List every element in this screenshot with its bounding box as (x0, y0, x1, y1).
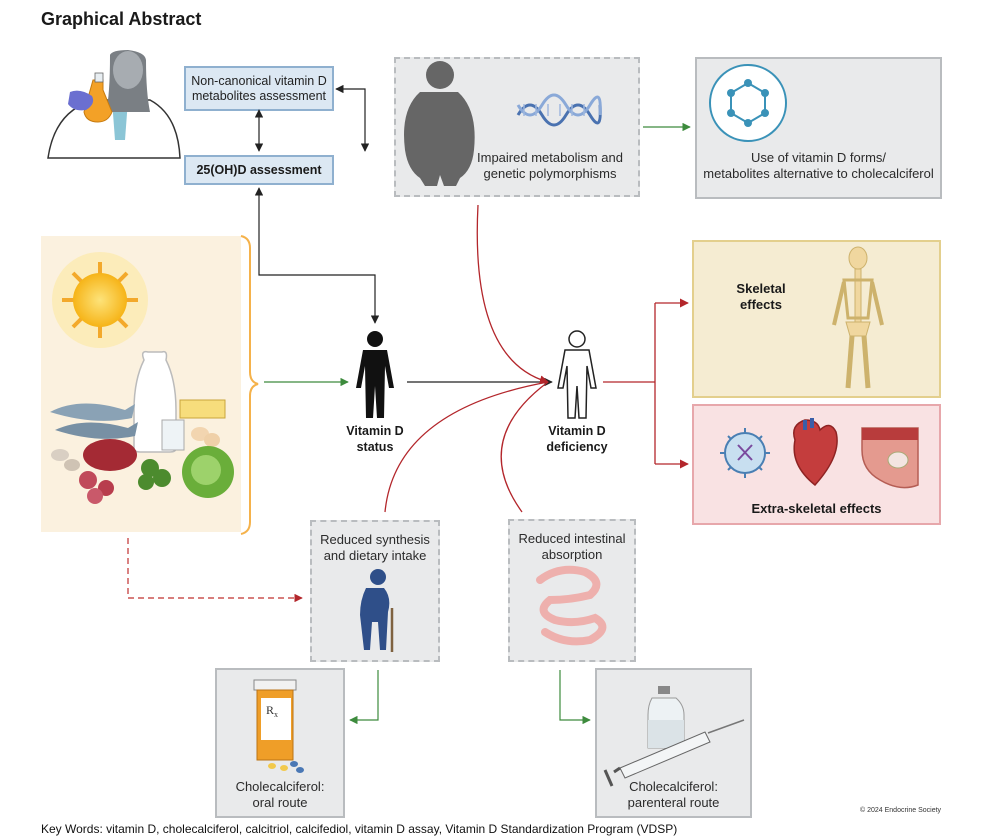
extraskeletal-label: Extra-skeletal effects (751, 501, 882, 516)
skeleton-icon (832, 246, 884, 389)
syringe-icon (603, 719, 745, 787)
oral-label: Cholecalciferol: oral route (235, 779, 325, 810)
pill-bottle-icon: R x (253, 679, 304, 773)
skeletal-effects-box (692, 240, 941, 398)
elderly-person-icon (360, 569, 394, 652)
parenteral-label: Cholecalciferol: parenteral route (627, 779, 720, 810)
scientist-icon (47, 50, 181, 159)
sun-icon (52, 252, 148, 348)
noncanonical-assessment-box: Non-canonical vitamin D metabolites asse… (184, 66, 334, 111)
svg-text:x: x (274, 710, 278, 719)
virus-icon (720, 428, 770, 478)
obese-person-icon (404, 61, 475, 186)
tissue-icon (861, 427, 919, 489)
vitamin-d-deficiency-label: Vitamin D deficiency (546, 424, 608, 454)
ohd-label: 25(OH)D assessment (196, 162, 322, 177)
synthesis-label: Reduced synthesis and dietary intake (320, 532, 430, 563)
vial-icon (647, 686, 685, 749)
vitamin-d-status-figure-icon (356, 331, 394, 418)
food-icon (50, 350, 234, 504)
skeletal-label: Skeletal effects (736, 281, 786, 312)
molecule-icon (709, 64, 787, 142)
intestinal-label: Reduced intestinal absorption (518, 531, 626, 562)
impaired-label: Impaired metabolism and genetic polymorp… (477, 150, 623, 181)
heart-icon (793, 418, 838, 487)
vitamin-d-deficiency-figure-icon (557, 330, 597, 419)
intestine-icon (536, 565, 607, 646)
noncanonical-label: Non-canonical vitamin D metabolites asse… (191, 73, 327, 103)
dna-icon (516, 93, 602, 127)
ohd-assessment-box: 25(OH)D assessment (184, 155, 334, 185)
copyright: © 2024 Endocrine Society (860, 807, 942, 814)
forms-label: Use of vitamin D forms/ metabolites alte… (703, 150, 934, 181)
vitamin-d-status-label: Vitamin D status (346, 424, 404, 454)
svg-text:R: R (266, 703, 274, 717)
page-title: Graphical Abstract (41, 9, 202, 29)
